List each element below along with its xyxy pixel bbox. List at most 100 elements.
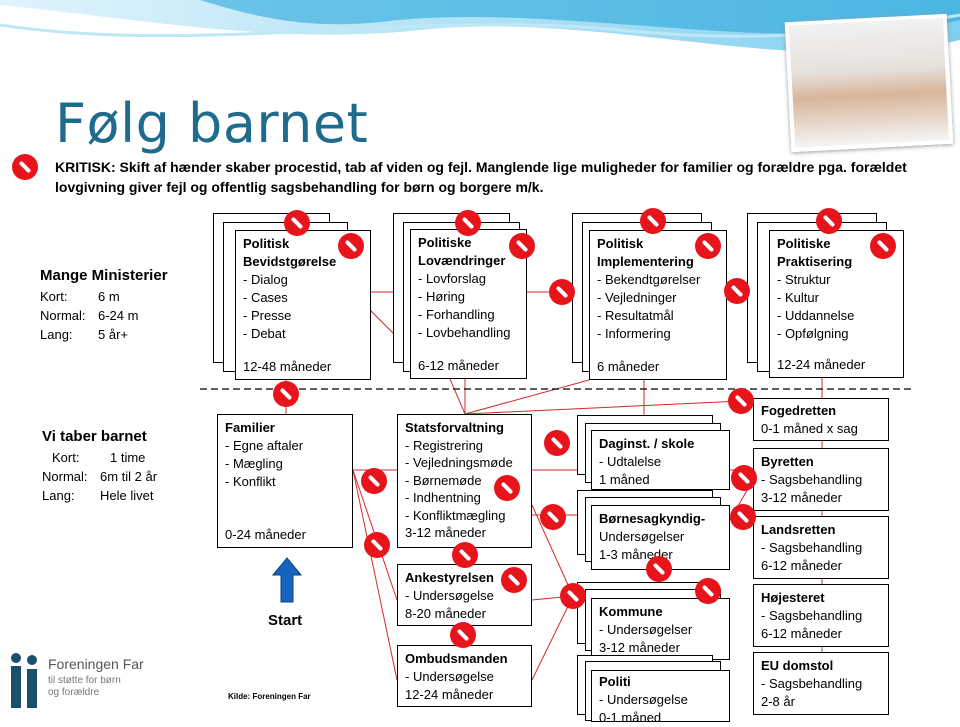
item: - Presse (243, 308, 292, 323)
item: - Mægling (225, 456, 283, 471)
duration: 0-24 måneder (225, 527, 306, 542)
stop-icon (338, 233, 364, 259)
stop-icon (284, 210, 310, 236)
item: 3-12 måneder (405, 525, 486, 540)
item: - Høring (418, 289, 465, 304)
vi-taber-panel: Vi taber barnet Kort:1 time Normal:6m ti… (42, 427, 157, 505)
box-title: EU domstol (761, 658, 834, 673)
item: - Vejledningsmøde (405, 455, 513, 470)
item: 0-1 måned (599, 710, 662, 725)
stop-icon (724, 278, 750, 304)
duration: 6 måneder (597, 359, 660, 374)
item: - Cases (243, 290, 288, 305)
item: 2-8 år (761, 694, 795, 709)
item: 8-20 måneder (405, 606, 486, 621)
stop-icon (731, 465, 757, 491)
label: Normal: (40, 308, 86, 323)
item: - Undersøgelser (599, 622, 693, 637)
box-title: Politiske (418, 235, 472, 250)
box-title: Lovændringer (418, 253, 506, 268)
stop-icon (501, 567, 527, 593)
source-label: Kilde: Foreningen Far (228, 692, 311, 701)
stop-icon (12, 154, 38, 180)
box-title: Politisk (243, 236, 290, 251)
item: - Undersøgelse (405, 669, 494, 684)
stop-icon (361, 468, 387, 494)
stop-icon (728, 388, 754, 414)
landsretten-box: Landsretten - Sagsbehandling 6-12 måneder (753, 516, 889, 579)
box-title: Implementering (597, 254, 694, 269)
item: - Lovbehandling (418, 325, 511, 340)
vi-heading: Vi taber barnet (42, 428, 147, 445)
mange-ministerier-panel: Mange Ministerier Kort:6 m Normal:6-24 m… (40, 266, 168, 344)
stop-icon (509, 233, 535, 259)
item: - Egne aftaler (225, 438, 304, 453)
box-title: Byretten (761, 454, 814, 469)
item: - Registrering (405, 437, 484, 453)
item: 12-24 måneder (405, 687, 494, 702)
stop-icon (695, 233, 721, 259)
item: - Undersøgelse (405, 588, 494, 603)
box-title: Bevidstgørelse (243, 254, 337, 269)
item: Undersøgelser (599, 529, 685, 544)
value: 6-24 m (98, 308, 139, 323)
item: - Sagsbehandling (761, 608, 863, 623)
page-title: Følg barnet (55, 92, 369, 155)
item: - Dialog (243, 272, 288, 287)
value: 5 år+ (98, 327, 128, 342)
start-label: Start (268, 612, 303, 629)
critical-note: KRITISK: Skift af hænder skaber procesti… (55, 159, 907, 195)
label: Lang: (42, 488, 75, 503)
box-title: Kommune (599, 604, 663, 619)
box-title: Daginst. / skole (599, 436, 695, 451)
item: 6-12 måneder (761, 558, 842, 573)
stop-icon (816, 208, 842, 234)
item: 3-12 måneder (761, 490, 842, 505)
box-title: Ankestyrelsen (405, 570, 494, 585)
stop-icon (730, 504, 756, 530)
item: - Konfliktmægling (405, 507, 506, 523)
box-title: Familier (225, 420, 275, 435)
item: - Opfølgning (777, 326, 849, 341)
box-title: Politi (599, 674, 631, 689)
stop-icon (455, 210, 481, 236)
item: - Vejledninger (597, 290, 677, 305)
item: - Udtalelse (599, 454, 662, 469)
item: - Debat (243, 326, 286, 341)
duration: 12-24 måneder (777, 357, 866, 372)
item: 6-12 måneder (761, 626, 842, 641)
item: - Informering (597, 326, 671, 341)
label: Lang: (40, 327, 73, 342)
item: - Indhentning (405, 490, 481, 505)
stop-icon (450, 622, 476, 648)
value: 6m til 2 år (100, 469, 158, 484)
stop-icon (273, 381, 299, 407)
stop-icon (452, 542, 478, 568)
hojesteret-box: Højesteret - Sagsbehandling 6-12 måneder (753, 584, 889, 647)
box-title: Landsretten (761, 522, 836, 537)
logo-sub: og forældre (48, 687, 100, 698)
stop-icon (549, 279, 575, 305)
box-title: Højesteret (761, 590, 825, 605)
stop-icon (640, 208, 666, 234)
item: - Struktur (777, 272, 831, 287)
item: - Børnemøde (405, 472, 482, 488)
value: 1 time (110, 450, 146, 465)
item: - Sagsbehandling (761, 540, 863, 555)
header-wave (0, 0, 960, 53)
mange-heading: Mange Ministerier (40, 267, 168, 284)
stop-icon (695, 578, 721, 604)
duration: 6-12 måneder (418, 358, 499, 373)
stop-icon (870, 233, 896, 259)
foreningen-far-logo: Foreningen Far til støtte for børn og fo… (8, 650, 148, 712)
